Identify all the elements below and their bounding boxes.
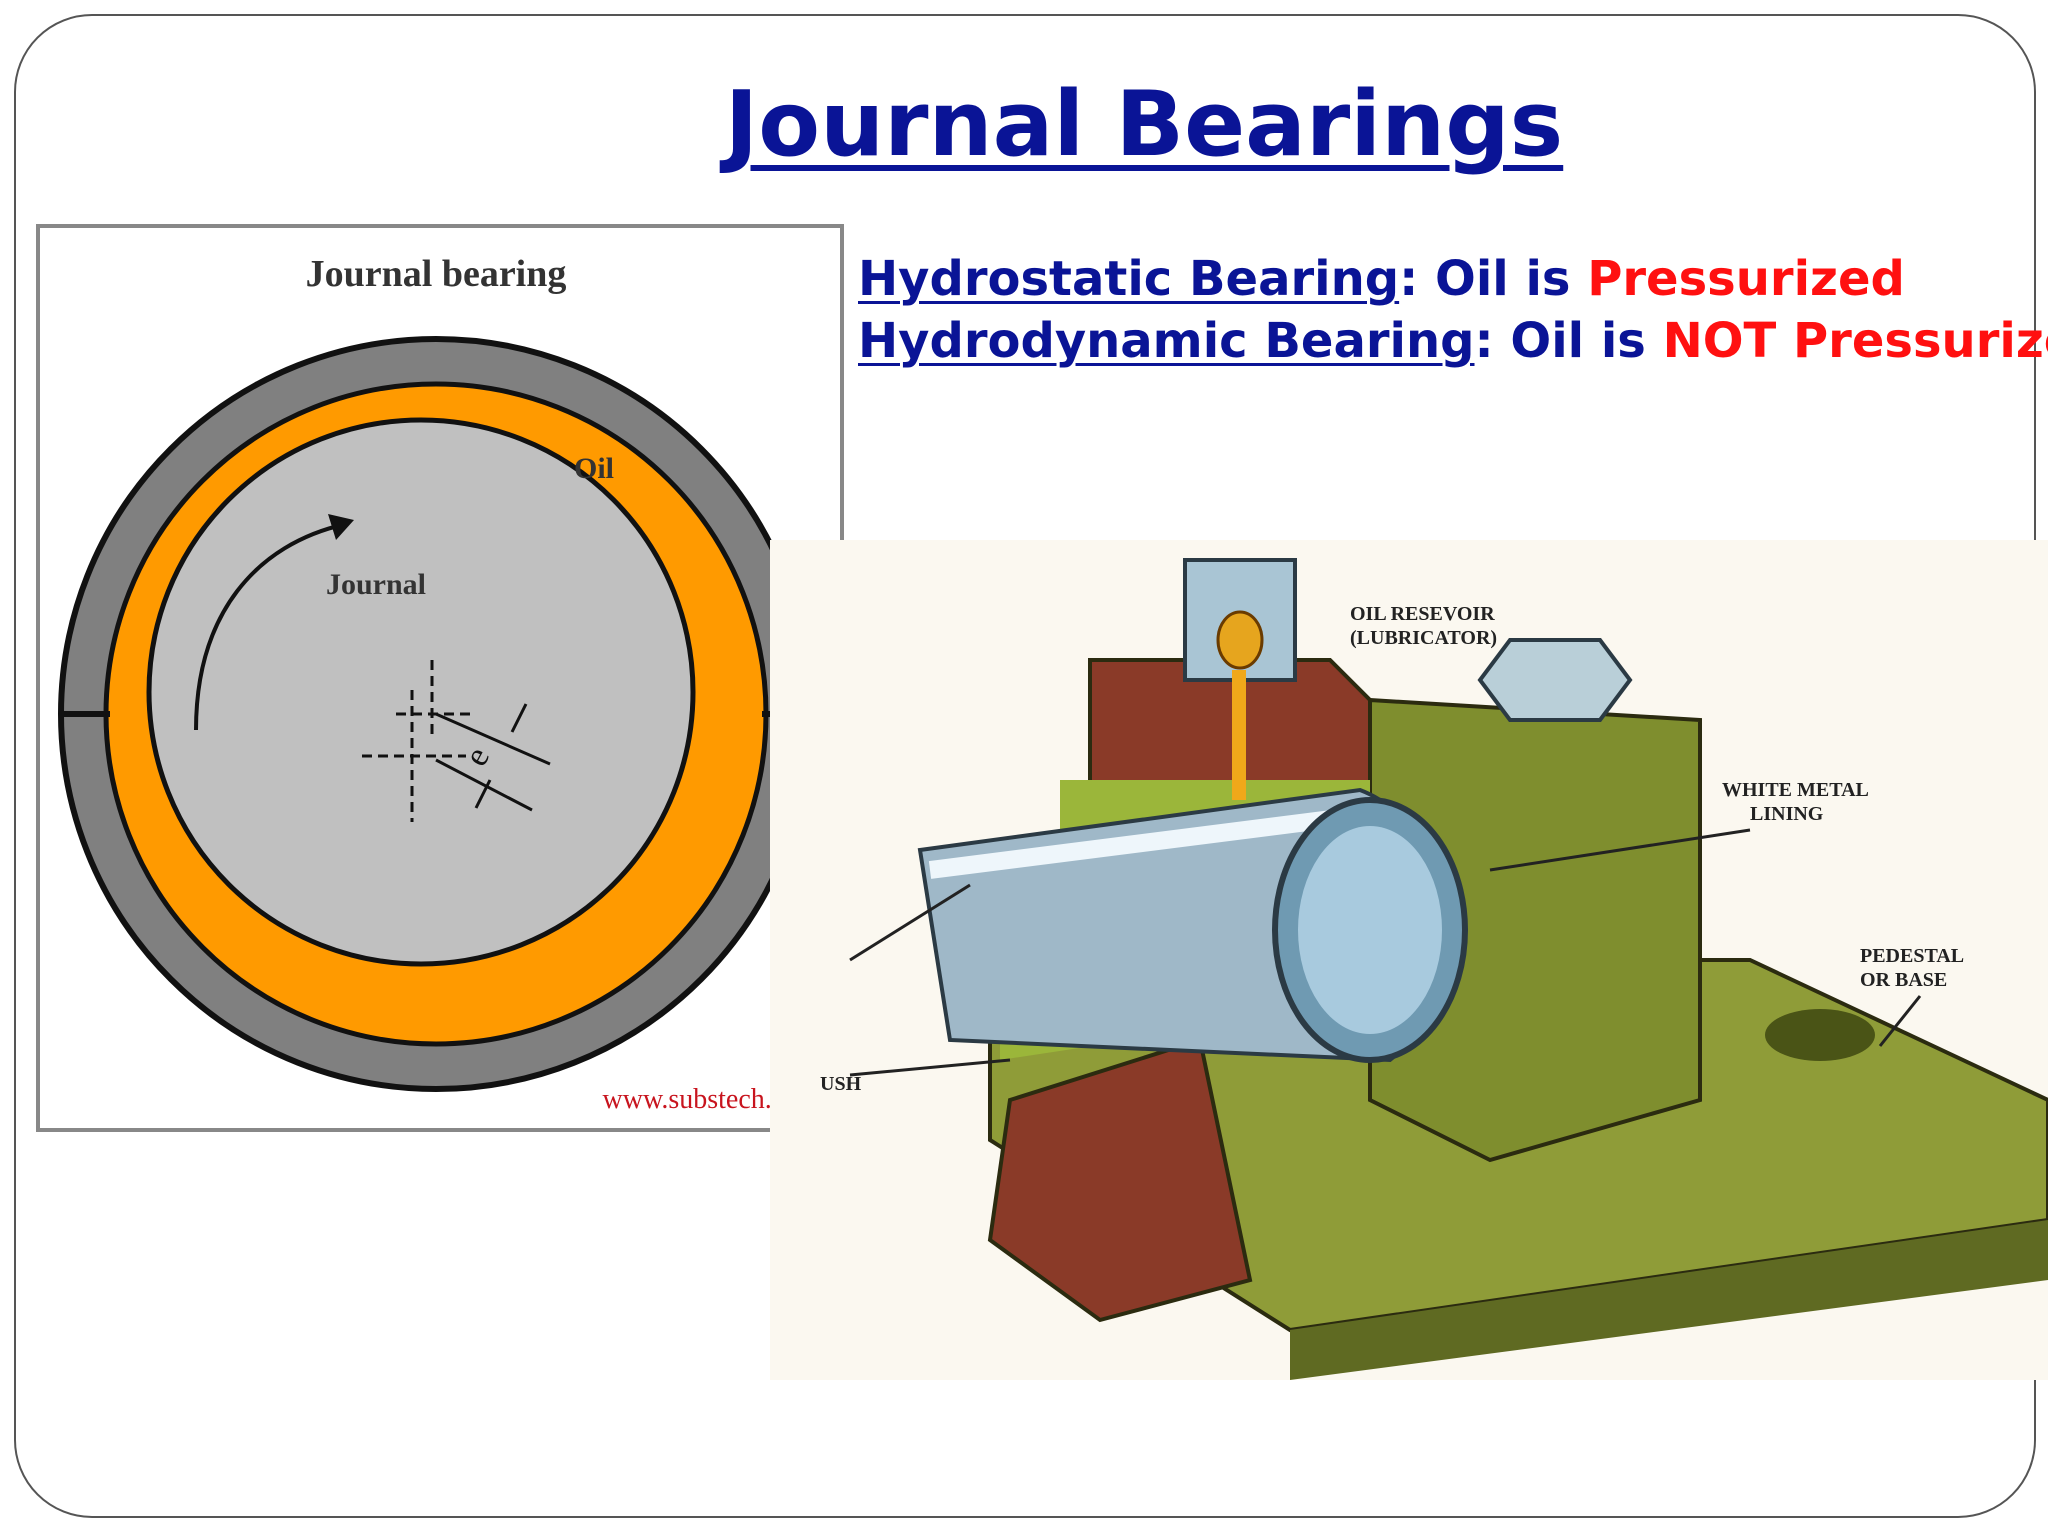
definition-state: NOT Pressurized (1662, 313, 2048, 369)
oil-label: Oil (574, 452, 614, 485)
dimension-line-lower (435, 758, 533, 812)
dimension-tick-upper (510, 703, 528, 733)
label-pedestal-line1: PEDESTAL (1860, 945, 1964, 967)
definition-hydrostatic: Hydrostatic Bearing: Oil is Pressurized (858, 248, 2048, 310)
bearing-definitions: Hydrostatic Bearing: Oil is Pressurized … (858, 248, 2048, 372)
shaft-bore (1298, 826, 1442, 1034)
shaft-highlight (928, 807, 1357, 879)
dimension-line-upper (435, 712, 551, 766)
hex-nut (1477, 638, 1633, 722)
definition-connector: : Oil is (1474, 313, 1663, 369)
bearing-cutaway-illustration: OIL RESEVOIR (LUBRICATOR) WHITE METAL LI… (770, 540, 2048, 1380)
label-lining-line2: LINING (1750, 803, 1824, 825)
pedestal-base-front (1290, 1220, 2048, 1380)
label-bush-fragment: USH (820, 1073, 862, 1095)
rotation-arrowhead (328, 514, 354, 540)
label-reservoir-line2: (LUBRICATOR) (1350, 627, 1497, 649)
dimension-tick-lower (474, 779, 492, 809)
journal-bearing-schematic: Journal bearing Oil Journal e www.subste… (36, 224, 844, 1132)
illustration-leader-lines (849, 828, 1922, 1077)
label-lining-line1: WHITE METAL (1722, 779, 1869, 801)
journal-shaft (146, 417, 696, 967)
bolt-hole (1765, 1009, 1875, 1061)
label-pedestal-line2: OR BASE (1860, 969, 1947, 991)
definition-term: Hydrodynamic Bearing (858, 313, 1475, 369)
definition-connector: : Oil is (1399, 251, 1588, 307)
illustration-labels: OIL RESEVOIR (LUBRICATOR) WHITE METAL LI… (820, 603, 1964, 1095)
oil-feed (1232, 670, 1246, 800)
definition-hydrodynamic: Hydrodynamic Bearing: Oil is NOT Pressur… (858, 310, 2048, 372)
slide-title: Journal Bearings (724, 72, 1564, 177)
journal-label: Journal (326, 568, 426, 601)
definition-term: Hydrostatic Bearing (858, 251, 1400, 307)
oil-drop (1216, 610, 1264, 670)
rotation-arrow (194, 522, 347, 731)
schematic-heading: Journal bearing (306, 253, 567, 295)
label-reservoir-line1: OIL RESEVOIR (1350, 603, 1495, 625)
definition-state: Pressurized (1587, 251, 1905, 307)
